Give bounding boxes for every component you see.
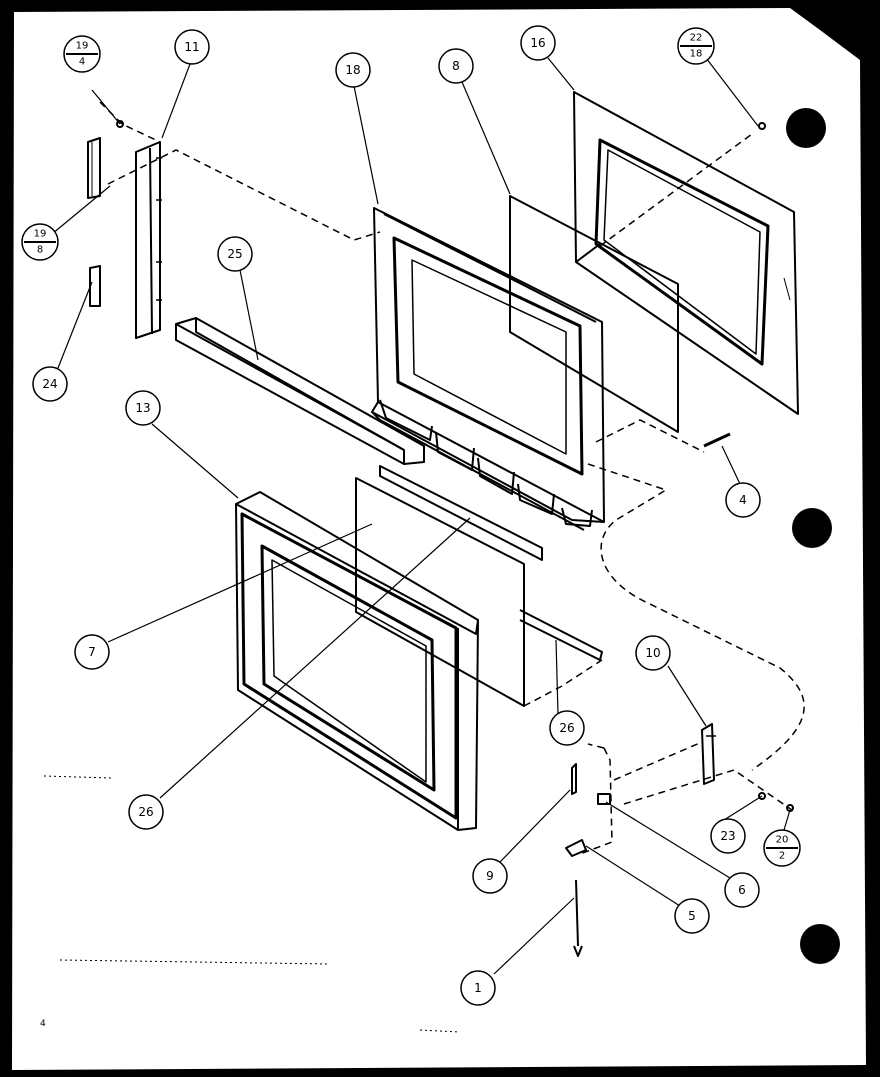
callout-18: 18 (335, 52, 371, 88)
callout-7: 7 (74, 634, 110, 670)
fraction-ref-19-8: 19 8 (21, 223, 59, 261)
svg-text:5: 5 (688, 909, 696, 923)
svg-text:13: 13 (135, 401, 150, 415)
svg-text:11: 11 (184, 40, 199, 54)
callout-9: 9 (472, 858, 508, 894)
svg-text:1: 1 (474, 981, 482, 995)
svg-text:6: 6 (738, 883, 746, 897)
callout-10: 10 (635, 635, 671, 671)
callout-23: 23 (710, 818, 746, 854)
assembly-dashed-lines (99, 101, 805, 855)
svg-text:16: 16 (530, 36, 545, 50)
svg-text:19: 19 (34, 229, 47, 240)
callout-16: 16 (520, 25, 556, 61)
callout-bubbles: 11 18 8 16 25 24 13 7 26 26 4 10 23 9 6 … (32, 25, 761, 1006)
svg-text:4: 4 (79, 57, 85, 68)
svg-text:26: 26 (559, 721, 574, 735)
scan-noise (43, 775, 461, 1033)
fraction-bubbles: 19 4 19 8 22 18 20 2 (21, 27, 801, 867)
svg-text:2: 2 (779, 851, 785, 862)
svg-text:8: 8 (452, 59, 460, 73)
svg-text:9: 9 (486, 869, 494, 883)
svg-text:18: 18 (690, 49, 703, 60)
svg-text:4: 4 (739, 493, 747, 507)
svg-text:18: 18 (345, 63, 360, 77)
callout-4: 4 (725, 482, 761, 518)
callout-11: 11 (174, 29, 210, 65)
svg-text:19: 19 (76, 41, 89, 52)
binder-hole-top (786, 108, 826, 148)
svg-text:26: 26 (138, 805, 153, 819)
fraction-ref-19-4: 19 4 (63, 35, 101, 73)
svg-text:22: 22 (690, 33, 703, 44)
callout-5: 5 (674, 898, 710, 934)
paper-sheet (12, 8, 866, 1070)
fraction-ref-22-18: 22 18 (677, 27, 715, 65)
trim-strip-part (175, 317, 425, 465)
fraction-ref-20-2: 20 2 (763, 829, 801, 867)
callout-24: 24 (32, 366, 68, 402)
callout-26-right: 26 (549, 710, 585, 746)
outer-frame-part (235, 491, 479, 831)
glass-panel-part (509, 195, 679, 433)
leader-lines (51, 53, 791, 975)
svg-text:25: 25 (227, 247, 242, 261)
side-bracket-part (135, 141, 162, 339)
clip-parts (87, 137, 101, 307)
callout-8: 8 (438, 48, 474, 84)
svg-text:20: 20 (776, 835, 789, 846)
callout-25: 25 (217, 236, 253, 272)
svg-text:23: 23 (720, 829, 735, 843)
callout-13: 13 (125, 390, 161, 426)
svg-text:10: 10 (645, 646, 660, 660)
callout-6: 6 (724, 872, 760, 908)
svg-text:8: 8 (37, 245, 43, 256)
back-panel-part (573, 91, 799, 415)
page-marker: 4 (40, 1019, 46, 1029)
svg-text:7: 7 (88, 645, 96, 659)
svg-text:24: 24 (42, 377, 57, 391)
callout-26-left: 26 (128, 794, 164, 830)
binder-hole-bottom (800, 924, 840, 964)
inner-frame-part (371, 207, 605, 531)
callout-1: 1 (460, 970, 496, 1006)
binder-hole-middle (792, 508, 832, 548)
strip-parts (379, 465, 603, 661)
